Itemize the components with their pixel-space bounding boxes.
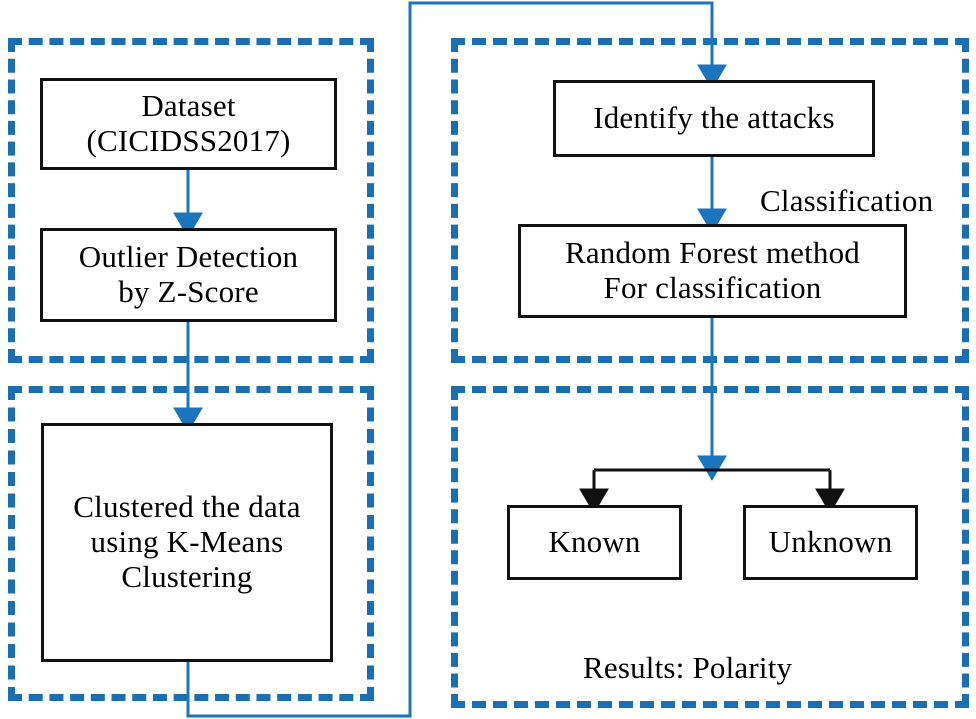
node-outlier-detection[interactable]: Outlier Detection by Z-Score (40, 228, 337, 322)
node-dataset[interactable]: Dataset (CICIDSS2017) (40, 78, 337, 170)
label-classification: Classification (760, 183, 934, 218)
label-results-polarity: Results: Polarity (583, 650, 793, 685)
node-unknown[interactable]: Unknown (743, 505, 918, 580)
node-kmeans-clustering[interactable]: Clustered the data using K-Means Cluster… (41, 423, 333, 662)
node-random-forest[interactable]: Random Forest method For classification (518, 224, 907, 318)
node-identify-attacks[interactable]: Identify the attacks (553, 80, 875, 157)
node-known[interactable]: Known (507, 505, 682, 580)
